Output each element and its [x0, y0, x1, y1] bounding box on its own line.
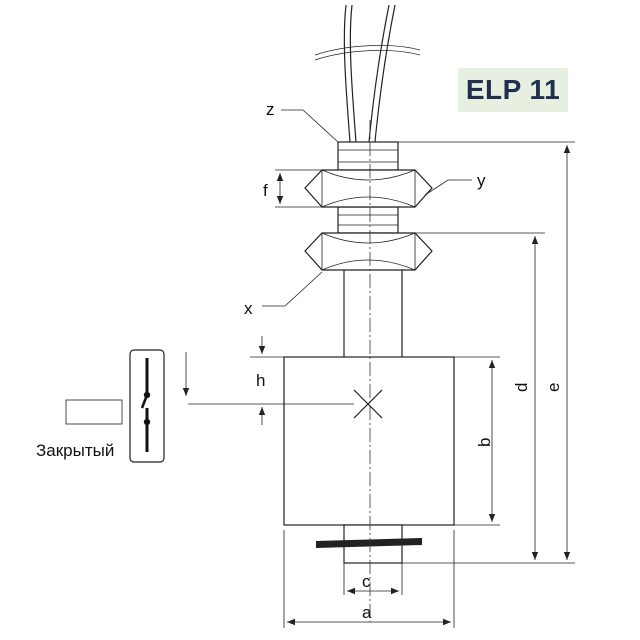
float-body [283, 356, 455, 526]
label-y: y [477, 171, 486, 190]
label-d: d [512, 383, 531, 392]
label-h: h [256, 371, 265, 390]
label-c: c [362, 572, 371, 591]
cable-wires [314, 4, 421, 143]
state-indicator-box [65, 399, 123, 425]
guide-rod [343, 270, 403, 357]
upper-hex-nut [304, 169, 433, 208]
switch-symbol [129, 349, 165, 463]
label-x: x [244, 299, 253, 318]
label-f: f [263, 181, 268, 200]
dimension-lines [182, 145, 571, 626]
label-e: e [544, 383, 563, 392]
threaded-stem [337, 141, 399, 234]
state-label: Закрытый [36, 441, 114, 460]
lower-hex-nut [304, 232, 433, 271]
extension-lines [188, 141, 575, 628]
model-badge: ELP 11 [458, 68, 568, 112]
leader-lines [262, 109, 472, 307]
model-title: ELP 11 [465, 74, 561, 105]
label-a: a [362, 603, 372, 622]
label-b: b [475, 438, 494, 447]
label-z: z [266, 100, 275, 119]
bottom-stop [316, 524, 422, 564]
